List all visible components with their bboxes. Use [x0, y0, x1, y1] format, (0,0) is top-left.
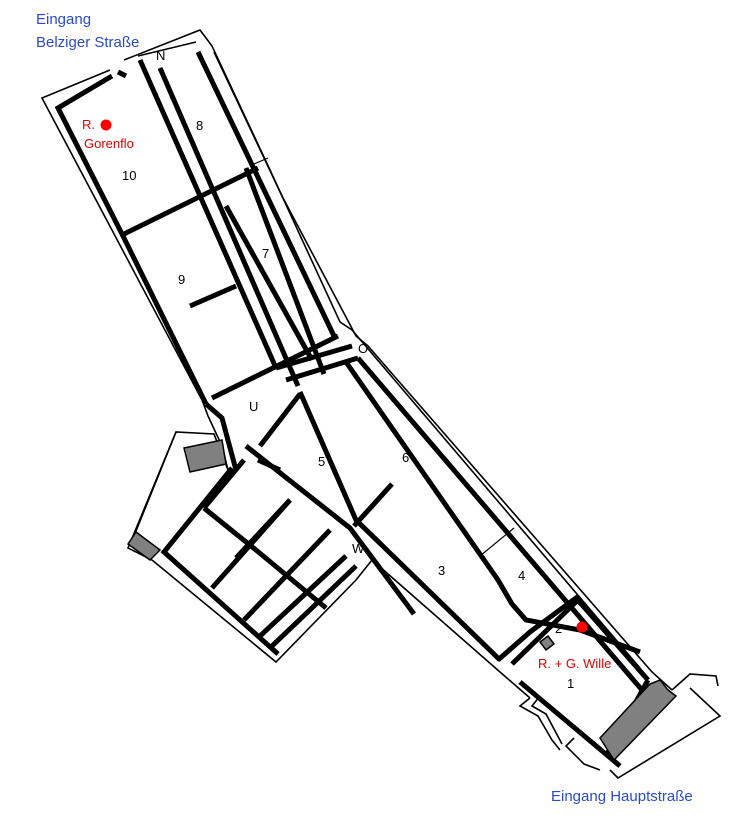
section-letters: N O U W: [156, 48, 368, 556]
entrance-labels: Eingang Belziger Straße Eingang Hauptstr…: [36, 11, 693, 805]
field-10-label: 10: [122, 168, 136, 183]
entrance-south-label: Eingang Hauptstraße: [551, 788, 693, 805]
entrance-north-label-line2: Belziger Straße: [36, 34, 139, 51]
grave-wille: R. + G. Wille: [538, 621, 611, 671]
grave-marker-gorenflo: [100, 119, 112, 131]
shed-building: [126, 530, 162, 561]
main-hall-building: [599, 679, 678, 762]
buildings: [126, 439, 678, 762]
chapel-building: [183, 439, 227, 473]
field-1-label: 1: [567, 676, 574, 691]
field-2-label: 2: [555, 621, 562, 636]
field-8-label: 8: [196, 118, 203, 133]
field-3-label: 3: [438, 563, 445, 578]
field-4-label: 4: [518, 568, 525, 583]
grave-label-gorenflo-initial: R.: [82, 117, 95, 132]
section-letter-south: U: [249, 399, 258, 414]
section-letter-east: O: [358, 341, 368, 356]
grave-label-wille: R. + G. Wille: [538, 656, 611, 671]
section-letter-north: N: [156, 48, 165, 63]
small-grave-marker-building: [538, 634, 556, 652]
entrance-north-label-line1: Eingang: [36, 11, 91, 28]
field-labels: 1 2 3 4 5 6 7 8 9 10: [122, 118, 574, 691]
boundary-wall: [40, 29, 722, 780]
grave-gorenflo: R. Gorenflo: [82, 117, 134, 151]
section-letter-west: W: [352, 541, 365, 556]
hairline-separators: [253, 157, 515, 557]
field-6-label: 6: [402, 450, 409, 465]
field-7-label: 7: [262, 246, 269, 261]
field-5-label: 5: [318, 454, 325, 469]
field-9-label: 9: [178, 272, 185, 287]
grave-label-gorenflo-name: Gorenflo: [84, 136, 134, 151]
grave-marker-wille: [576, 621, 588, 633]
path-network: [54, 50, 651, 768]
